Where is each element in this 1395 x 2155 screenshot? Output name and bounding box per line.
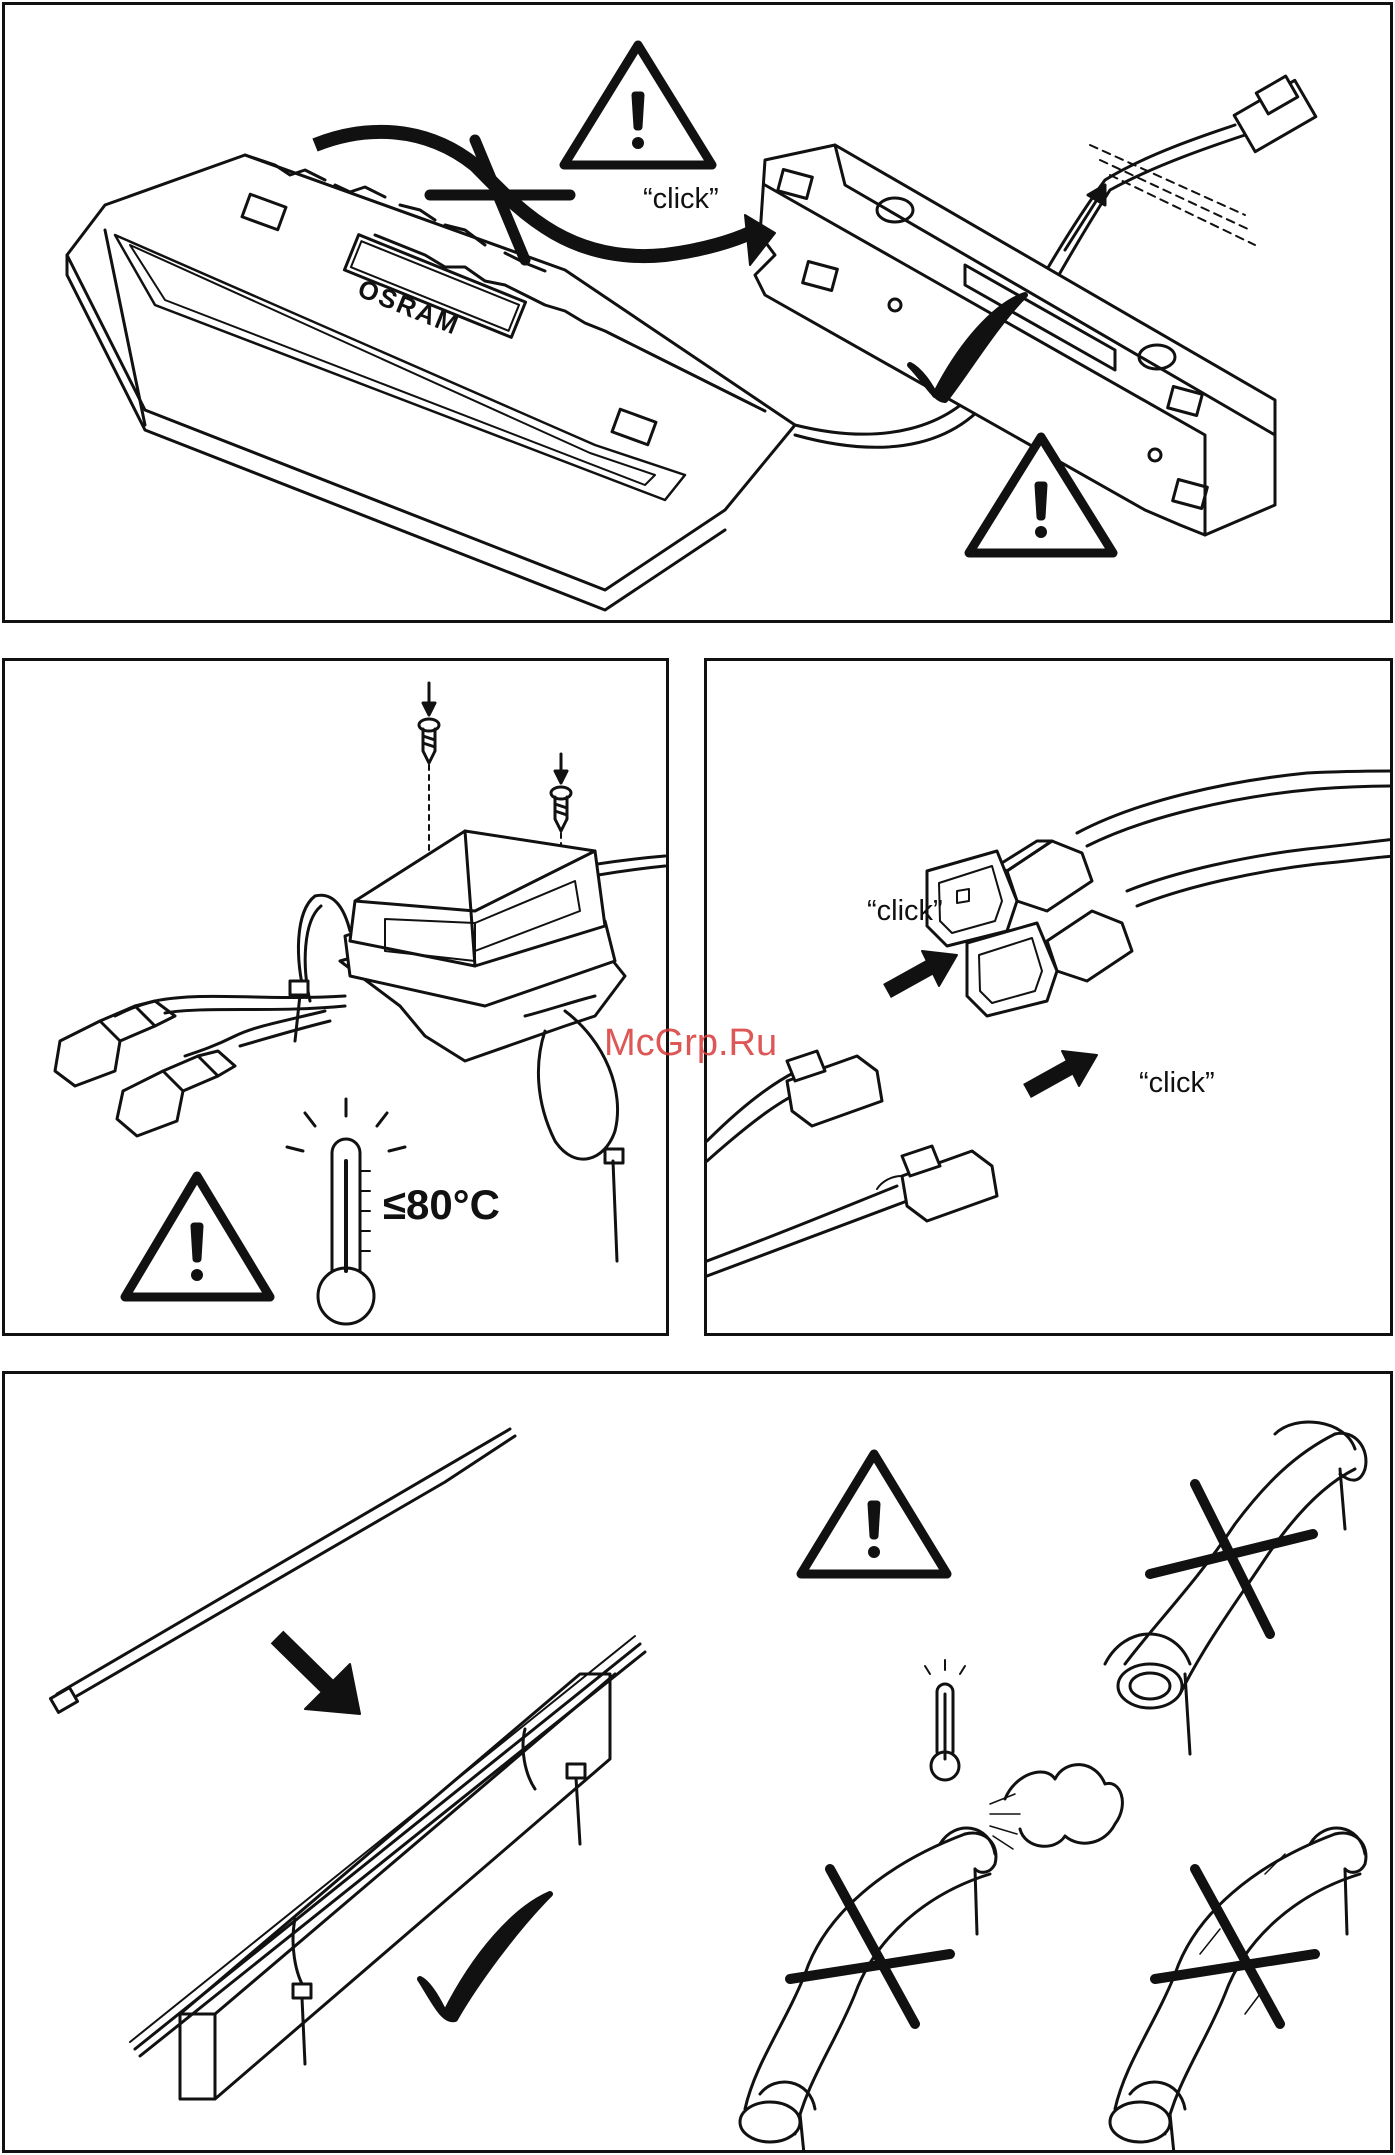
- cross-icon: [1150, 1484, 1313, 1634]
- pipe-illustration: [1110, 1828, 1366, 2153]
- thermometer-icon: [925, 1660, 965, 1780]
- panel-mounting-bracket: OSRAM “click”: [2, 2, 1393, 623]
- watermark: McGrp.Ru: [604, 1022, 777, 1065]
- cross-icon: [790, 1869, 950, 2024]
- connector-icon: [55, 1001, 235, 1136]
- click-label: “click”: [867, 895, 943, 928]
- pipe-illustration: [1105, 1422, 1366, 1754]
- arrow-icon: [277, 1637, 330, 1689]
- screw-icon: [419, 683, 439, 866]
- warning-icon: [125, 1176, 270, 1297]
- beam-illustration: [130, 1636, 645, 2099]
- warning-icon: [801, 1454, 947, 1574]
- max-temperature-label: ≤80°C: [383, 1181, 500, 1229]
- click-label: “click”: [1139, 1067, 1215, 1100]
- cable-tie-icon: [50, 1429, 515, 1712]
- panel-control-unit: ≤80°C: [2, 658, 669, 1336]
- click-label: “click”: [643, 183, 719, 216]
- steam-icon: [990, 1765, 1122, 1849]
- connector-icon: [927, 841, 1132, 1016]
- panel-connectors: “click” “click”: [704, 658, 1393, 1336]
- pipe-illustration: [740, 1828, 996, 2153]
- check-icon: [420, 1894, 550, 2019]
- warning-icon: [564, 45, 712, 165]
- connector-icon: [787, 1051, 997, 1221]
- panel-cable-routing: [2, 1371, 1393, 2153]
